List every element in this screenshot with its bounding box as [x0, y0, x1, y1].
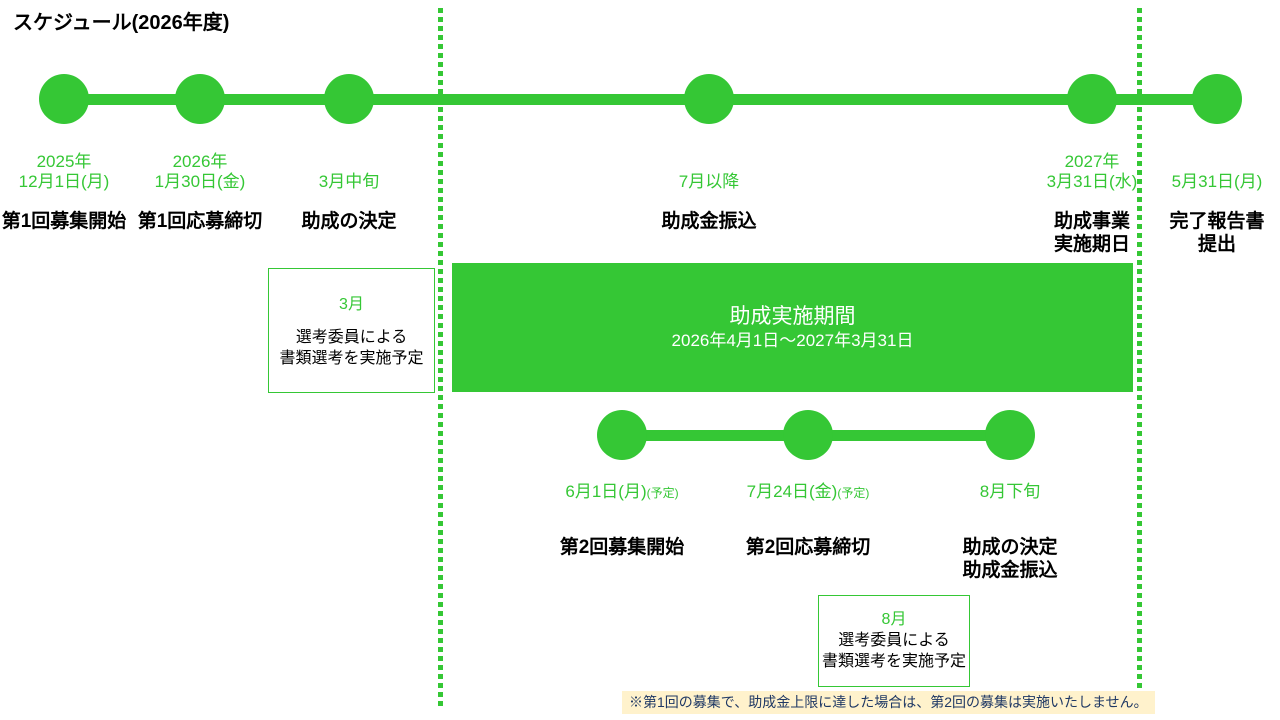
- milestone-date: 2026年 1月30日(金): [154, 152, 246, 191]
- milestone-label: 助成の決定 助成金振込: [962, 537, 1058, 581]
- milestone-label: 助成事業 実施期日: [1053, 211, 1130, 255]
- screening-description: 選考委員による 書類選考を実施予定: [279, 329, 424, 367]
- grant-period-title: 助成実施期間: [729, 305, 856, 328]
- milestone-dot: [684, 74, 734, 124]
- milestone-label: 助成の決定: [301, 211, 397, 232]
- date-note: (予定): [837, 486, 870, 500]
- milestone-date: 5月31日(月): [1171, 172, 1263, 191]
- milestone-dot: [597, 410, 647, 460]
- milestone-date: 8月下旬: [930, 463, 1090, 503]
- milestone-dot: [1067, 74, 1117, 124]
- milestone-date: 2025年 12月1日(月): [18, 152, 110, 191]
- milestone-date: 6月1日(月)(予定): [542, 463, 702, 503]
- milestone-label: 第1回募集開始: [1, 211, 127, 232]
- footnote: ※第1回の募集で、助成金上限に達した場合は、第2回の募集は実施いたしません。: [622, 691, 1155, 714]
- grant-period-range: 2026年4月1日～2027年3月31日: [671, 331, 914, 350]
- round1-timeline-bar: [64, 94, 1217, 105]
- milestone-dot: [783, 410, 833, 460]
- screening-month: 3月: [339, 296, 364, 313]
- screening-month: 8月: [881, 611, 907, 628]
- milestone-dot: [39, 74, 89, 124]
- milestone-date: 7月以降: [678, 172, 740, 191]
- milestone-label: 第2回募集開始: [559, 537, 685, 558]
- phase-divider-right: [1137, 8, 1142, 706]
- date-text: 6月1日(月): [565, 482, 647, 501]
- milestone-date: 2027年 3月31日(水): [1046, 152, 1138, 191]
- grant-period-band: 助成実施期間 2026年4月1日～2027年3月31日: [452, 263, 1133, 392]
- phase-divider-left: [438, 8, 443, 706]
- milestone-label: 第2回応募締切: [745, 537, 871, 558]
- screening-box-round1: 3月 選考委員による 書類選考を実施予定: [268, 268, 435, 393]
- milestone-dot: [985, 410, 1035, 460]
- screening-description: 選考委員による 書類選考を実施予定: [821, 632, 966, 670]
- milestone-date: 3月中旬: [318, 172, 380, 191]
- screening-box-round2: 8月 選考委員による 書類選考を実施予定: [818, 595, 970, 687]
- milestone-label: 完了報告書 提出: [1169, 211, 1265, 255]
- date-text: 8月下旬: [979, 482, 1041, 501]
- date-note: (予定): [646, 486, 679, 500]
- milestone-dot: [324, 74, 374, 124]
- milestone-dot: [1192, 74, 1242, 124]
- milestone-label: 第1回応募締切: [137, 211, 263, 232]
- milestone-date: 7月24日(金)(予定): [728, 463, 888, 503]
- date-text: 7月24日(金): [746, 482, 838, 501]
- page-title: スケジュール(2026年度): [13, 12, 230, 34]
- milestone-dot: [175, 74, 225, 124]
- milestone-label: 助成金振込: [661, 211, 757, 232]
